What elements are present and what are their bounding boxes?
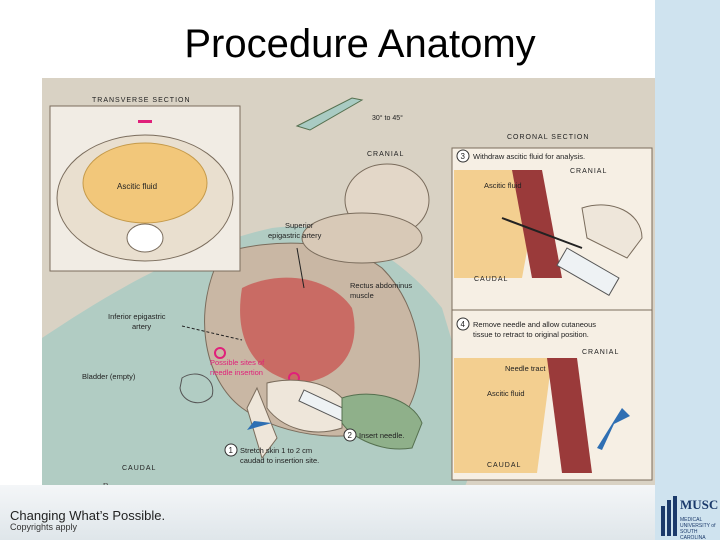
rectus-label-2: muscle (350, 291, 374, 300)
coronal-heading: CORONAL SECTION (507, 134, 589, 141)
possible-sites-label-2: needle insertion (210, 368, 263, 377)
coronal-bottom-cranial: CRANIAL (582, 349, 619, 356)
footer-bar (0, 485, 655, 540)
transverse-fluid-label: Ascitic fluid (117, 182, 157, 191)
patient-shoulder (301, 212, 423, 264)
superior-artery-label-1: Superior (285, 221, 314, 230)
slide-side-band (655, 0, 720, 540)
direction-arrow (247, 421, 272, 430)
footer-copyright: Copyrights apply (10, 522, 78, 532)
step4-text-line2: tissue to retract to original position. (473, 330, 589, 339)
illustration-svg: TRANSVERSE SECTION Ascitic fluid 30° to … (42, 97, 653, 510)
operator-hand (266, 379, 343, 433)
inferior-epigastric-artery-line (181, 325, 243, 341)
paracentesis-illustration: TRANSVERSE SECTION Ascitic fluid 30° to … (42, 78, 655, 510)
rectus-muscle (240, 277, 355, 383)
coronal-bottom-caudal: CAUDAL (487, 462, 521, 469)
superior-epigastric-artery-line (296, 247, 305, 289)
coronal-top-hand (581, 204, 643, 259)
bladder-outline (179, 373, 214, 404)
musc-logo-icon (661, 496, 677, 536)
coronal-top-cranial: CRANIAL (570, 168, 607, 175)
step3-badge (456, 149, 470, 163)
coronal-bottom-wall (547, 358, 592, 473)
musc-logo-subtitle: MEDICAL UNIVERSITY of SOUTH CAROLINA (680, 517, 716, 541)
needle-tract-label: Needle tract (505, 364, 546, 373)
inferior-artery-label-1: Inferior epigastric (108, 312, 166, 321)
caudal-main-label: CAUDAL (122, 465, 156, 472)
insertion-site-1 (214, 347, 226, 359)
transverse-spine (126, 223, 164, 253)
transverse-marker (138, 120, 152, 123)
coronal-bottom-fluid-label: Ascitic fluid (487, 389, 525, 398)
step2-badge (343, 428, 357, 442)
musc-logo-name: MUSC (680, 497, 719, 512)
coronal-top-syringe (556, 247, 620, 297)
step2-text: Insert needle. (359, 431, 404, 440)
bladder-label: Bladder (empty) (82, 372, 136, 381)
coronal-bottom-arrow (597, 408, 630, 450)
step3-number: 3 (461, 152, 466, 161)
coronal-top-wall (512, 170, 562, 278)
inferior-artery-label-2: artery (132, 322, 151, 331)
step4-text-line1: Remove needle and allow cutaneous (473, 320, 596, 329)
cranial-main-label: CRANIAL (367, 151, 404, 158)
transverse-heading: TRANSVERSE SECTION (92, 97, 191, 104)
coronal-top-caudal: CAUDAL (474, 276, 508, 283)
slide-title: Procedure Anatomy (184, 22, 536, 66)
coronal-top-fluid-label: Ascitic fluid (484, 181, 522, 190)
coronal-bottom-fluid (454, 358, 552, 473)
step1-badge (224, 443, 238, 457)
coronal-top-needle (501, 217, 583, 249)
superior-artery-label-2: epigastric artery (268, 231, 322, 240)
step4-badge (456, 317, 470, 331)
step4-number: 4 (461, 320, 466, 329)
angle-figure (295, 97, 364, 131)
possible-sites-label-1: Possible sites of (210, 358, 265, 367)
rectus-label-1: Rectus abdominus (350, 281, 412, 290)
step1-number: 1 (229, 446, 234, 455)
step1-text-line2: caudad to insertion site. (240, 456, 319, 465)
transverse-fluid (82, 142, 208, 224)
step3-text: Withdraw ascitic fluid for analysis. (473, 152, 585, 161)
step2-number: 2 (348, 431, 353, 440)
angle-label: 30° to 45° (372, 114, 403, 122)
step1-text-line1: Stretch skin 1 to 2 cm (240, 446, 312, 455)
footer-tagline: Changing What’s Possible. (10, 508, 166, 523)
